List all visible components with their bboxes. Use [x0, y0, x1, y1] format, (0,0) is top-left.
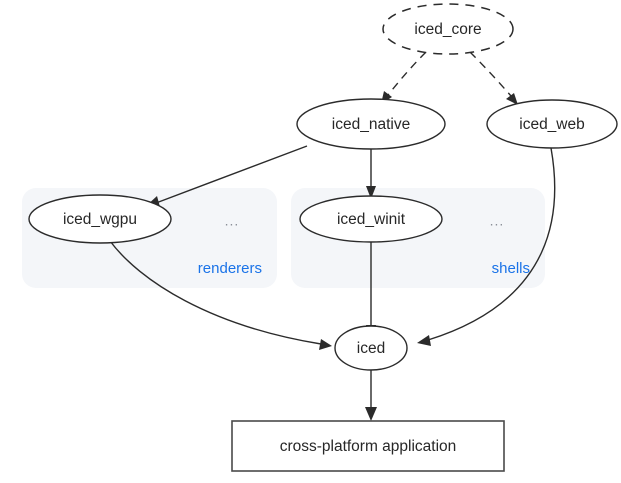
node-iced-native-shape[interactable] — [296, 98, 446, 150]
cluster-renderers-ellipsis: ... — [225, 213, 240, 229]
node-iced-winit[interactable]: iced_winit — [299, 195, 443, 243]
node-iced-wgpu[interactable]: iced_wgpu — [28, 194, 172, 244]
node-iced-native[interactable]: iced_native — [296, 98, 446, 150]
node-iced-winit-shape[interactable] — [299, 195, 443, 243]
edge-iced-core-to-iced-native-line — [387, 51, 427, 96]
node-iced-shape[interactable] — [334, 325, 408, 371]
edge-iced-web-to-iced-arrowhead — [417, 335, 431, 346]
edge-iced-core-to-iced-web — [469, 51, 518, 105]
edge-iced-to-application-arrowhead — [365, 407, 377, 421]
cluster-renderers-label: renderers — [198, 260, 262, 277]
edge-iced-wgpu-to-iced-line — [109, 240, 322, 345]
node-cross-platform-application[interactable]: cross-platform application — [231, 420, 505, 472]
cluster-shells-label: shells — [492, 260, 530, 277]
edge-iced-to-application — [365, 369, 377, 421]
edge-iced-core-to-iced-web-arrowhead — [506, 93, 518, 105]
edge-iced-native-to-iced-winit — [366, 148, 376, 199]
edge-iced-web-to-iced — [417, 147, 556, 346]
edge-iced-web-to-iced-line — [427, 147, 556, 341]
cluster-shells-ellipsis: ... — [490, 213, 505, 229]
node-iced-core[interactable]: iced_core — [382, 3, 514, 55]
edge-iced-native-to-iced-winit-arrowhead — [366, 186, 376, 199]
node-iced-web[interactable]: iced_web — [486, 99, 618, 149]
edge-iced-wgpu-to-iced-arrowhead — [319, 339, 332, 350]
edge-iced-core-to-iced-web-line — [469, 51, 512, 97]
node-cross-platform-application-shape[interactable] — [231, 420, 505, 472]
edge-iced-wgpu-to-iced — [109, 240, 332, 350]
edge-iced-native-to-iced-wgpu-line — [155, 145, 308, 204]
node-iced-wgpu-shape[interactable] — [28, 194, 172, 244]
node-iced-core-shape[interactable] — [382, 3, 514, 55]
edge-iced-core-to-iced-native — [381, 51, 427, 104]
node-iced-web-shape[interactable] — [486, 99, 618, 149]
node-iced[interactable]: iced — [334, 325, 408, 371]
